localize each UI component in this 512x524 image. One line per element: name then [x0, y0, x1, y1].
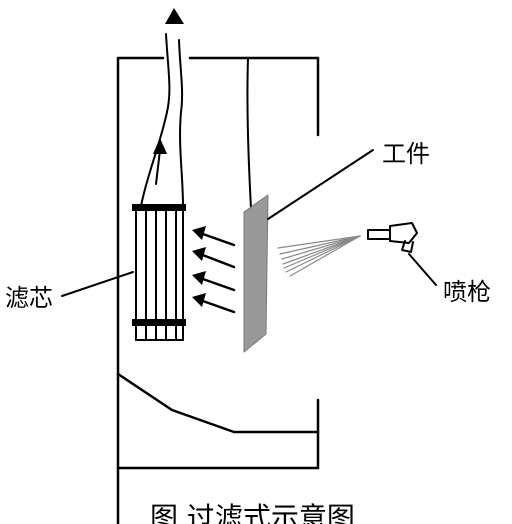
workpiece-label: 工件	[382, 140, 430, 168]
filter-cartridge-label: 滤芯	[5, 284, 53, 312]
workpiece	[243, 57, 269, 353]
figure-caption: 图 过滤式示意图	[150, 501, 355, 524]
bottom-baffle	[116, 372, 320, 434]
arrow-left-icon	[192, 226, 236, 314]
leader-lines	[61, 149, 437, 297]
booth-walls	[116, 56, 320, 524]
arrow-up-icon	[153, 8, 184, 185]
exhaust-duct	[140, 33, 184, 207]
spray-gun-icon	[367, 222, 418, 253]
spray-mist	[277, 235, 361, 277]
spray-gun-label: 喷枪	[443, 278, 491, 306]
filter-cartridge	[132, 204, 186, 341]
